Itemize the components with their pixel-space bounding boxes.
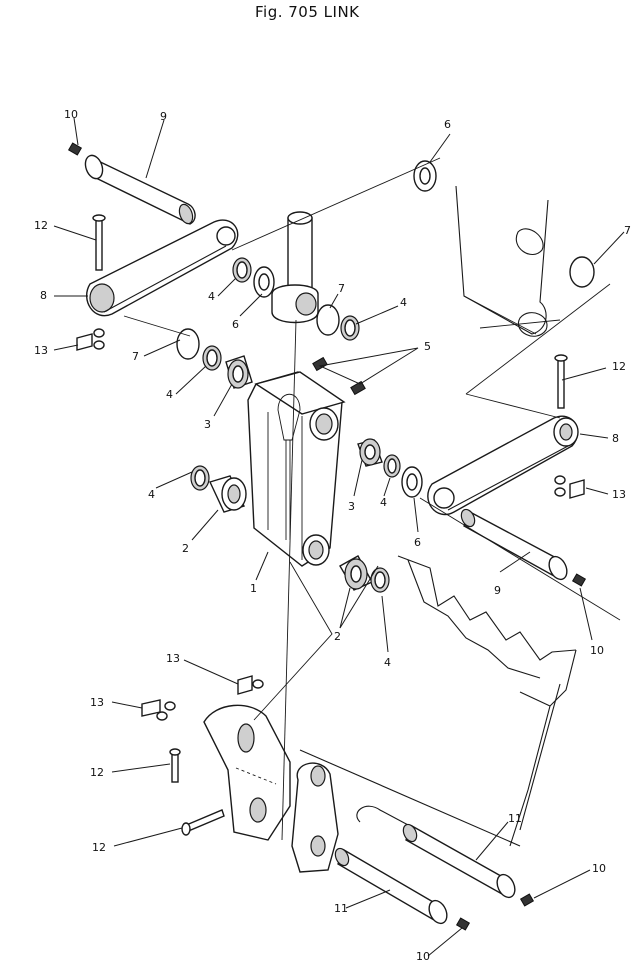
bucket-upper-lug [271, 211, 319, 324]
callout-2-lower: 2 [334, 630, 341, 643]
part-12-bolt-lower-b [181, 809, 225, 836]
part-8-link-right [427, 415, 579, 516]
callout-8-right: 8 [612, 432, 619, 445]
callout-13-lower-b: 13 [90, 696, 104, 709]
part-11-pin-lower-b [334, 847, 448, 925]
callout-9-top: 9 [160, 110, 167, 123]
callout-7-center: 7 [338, 282, 345, 295]
callout-4-left-a: 4 [166, 388, 173, 401]
bucket-lower-bracket [203, 704, 339, 873]
part-3-bushing-b [357, 438, 383, 467]
part-6-washer-a [253, 266, 275, 298]
callout-6-right: 6 [414, 536, 421, 549]
callout-5: 5 [424, 340, 431, 353]
figure-title: Fig. 705 LINK [255, 3, 360, 21]
callout-labels: 10 9 12 8 13 7 4 3 4 6 7 4 5 6 7 12 8 13… [34, 108, 631, 963]
part-12-bolt-right [554, 354, 568, 409]
part-2-bushing-lower [339, 555, 373, 591]
callout-4-right: 4 [380, 496, 387, 509]
callout-4-upper: 4 [208, 290, 215, 303]
part-1-link-body [247, 371, 346, 567]
callout-7-right: 7 [624, 224, 631, 237]
callout-12-lower-a: 12 [90, 766, 104, 779]
callout-8-left: 8 [40, 289, 47, 302]
callout-7-left: 7 [132, 350, 139, 363]
assembly-guide-lines [123, 157, 621, 841]
part-8-link-upper-left [85, 219, 239, 317]
part-4-seal-ring-e [190, 465, 210, 491]
part-12-bolt-lower-a [169, 748, 181, 783]
part-5-grease-fittings [312, 356, 366, 396]
callout-11-right: 11 [508, 812, 522, 825]
part-13-lock-nut-lower-a [237, 675, 264, 695]
bucket-arm-outline-upper-right [455, 185, 549, 337]
part-4-seal-ring-b [340, 315, 360, 341]
part-7-shim-a [316, 304, 340, 336]
part-6-washer-c [413, 160, 437, 192]
callout-4-lower: 4 [384, 656, 391, 669]
part-10-grease-fitting-upper-left [67, 142, 83, 156]
part-3-bushing-a [225, 355, 253, 389]
callout-6-upper: 6 [232, 318, 239, 331]
part-10-grease-fittings-lower [455, 893, 535, 931]
part-13-lock-nut-lower-b [141, 699, 176, 721]
part-7-shim-c [569, 256, 595, 288]
part-11-pin-lower-a [402, 823, 516, 899]
callout-3-right: 3 [348, 500, 355, 513]
callout-10-right: 10 [590, 644, 604, 657]
part-6-washer-b [401, 466, 423, 498]
part-9-pin-right [460, 508, 568, 581]
callout-11-lower: 11 [334, 902, 348, 915]
part-9-pin-upper-left [84, 154, 196, 225]
part-2-bushing-left [209, 475, 247, 513]
part-13-lock-nut-right [554, 475, 585, 499]
callout-9-right: 9 [494, 584, 501, 597]
part-13-lock-nut-upper-left [76, 328, 105, 351]
callout-leaders [53, 117, 625, 957]
callout-6-top: 6 [444, 118, 451, 131]
callout-13-lower-a: 13 [166, 652, 180, 665]
callout-13-upper-left: 13 [34, 344, 48, 357]
callout-12-upper-left: 12 [34, 219, 48, 232]
callout-2-left: 2 [182, 542, 189, 555]
callout-4-left-b: 4 [148, 488, 155, 501]
callout-10-top-left: 10 [64, 108, 78, 121]
part-4-seal-ring-f [370, 567, 390, 593]
part-12-bolt-upper-left [92, 214, 106, 271]
part-4-seal-ring-c [202, 345, 222, 371]
callout-1: 1 [250, 582, 257, 595]
part-4-seal-ring-a [232, 257, 252, 283]
callout-12-right: 12 [612, 360, 626, 373]
callout-13-right: 13 [612, 488, 626, 501]
part-7-shim-b [176, 328, 200, 360]
callout-4-center: 4 [400, 296, 407, 309]
callout-3-left: 3 [204, 418, 211, 431]
part-4-seal-ring-d [383, 454, 401, 478]
callout-10-lower-right: 10 [592, 862, 606, 875]
bucket-outline [299, 555, 577, 847]
callout-10-bottom: 10 [416, 950, 430, 963]
callout-12-lower-b: 12 [92, 841, 106, 854]
part-10-grease-fitting-right [571, 573, 587, 587]
